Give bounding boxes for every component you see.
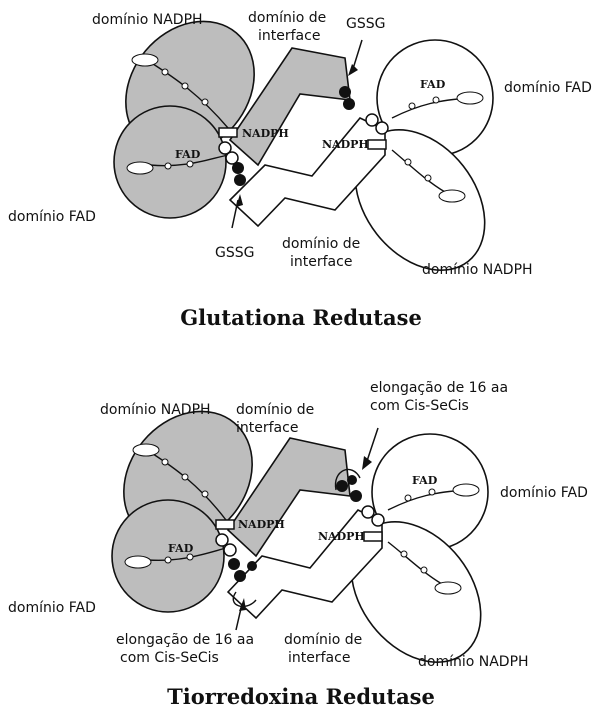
- inner-nadph-right-2: NADPH: [318, 530, 365, 543]
- label-elongation-bottom-2: com Cis-SeCis: [120, 650, 219, 666]
- label-elongation-top-2: com Cis-SeCis: [370, 398, 469, 414]
- label-fad-domain-left: domínio FAD: [8, 209, 96, 225]
- label-nadph-domain-bottom-2: domínio NADPH: [418, 654, 529, 670]
- label-interface-bottom-2-2: interface: [288, 650, 350, 666]
- panel-title-glutationa: Glutationa Redutase: [180, 305, 422, 330]
- label-nadph-domain-top: domínio NADPH: [92, 12, 203, 28]
- nadph-box-right: [368, 140, 386, 149]
- label-fad-domain-left-2: domínio FAD: [8, 600, 96, 616]
- fad-domain-left-shape-2: [112, 500, 224, 612]
- label-elongation-top-1: elongação de 16 aa: [370, 380, 508, 396]
- label-interface-bottom-2: interface: [290, 254, 352, 270]
- label-interface-top-2: interface: [258, 28, 320, 44]
- label-elongation-bottom-1: elongação de 16 aa: [116, 632, 254, 648]
- label-gssg-bottom: GSSG: [215, 245, 254, 261]
- label-fad-domain-right: domínio FAD: [504, 80, 592, 96]
- fad-domain-left-shape: [114, 106, 226, 218]
- label-nadph-domain-bottom: domínio NADPH: [422, 262, 533, 278]
- inner-nadph-left: NADPH: [242, 127, 289, 140]
- label-interface-top-2-1: domínio de: [236, 402, 314, 418]
- label-interface-bottom-1: domínio de: [282, 236, 360, 252]
- elongation-top-arrow-head: [362, 456, 372, 470]
- panel-title-tiorredoxina: Tiorredoxina Redutase: [167, 684, 435, 709]
- inner-fad-left: FAD: [175, 148, 201, 161]
- inner-fad-right-2: FAD: [412, 474, 438, 487]
- label-nadph-domain-top-2: domínio NADPH: [100, 402, 211, 418]
- gssg-top-arrow-head: [348, 64, 358, 76]
- label-fad-domain-right-2: domínio FAD: [500, 485, 588, 501]
- inner-nadph-right: NADPH: [322, 138, 369, 151]
- label-interface-bottom-2-1: domínio de: [284, 632, 362, 648]
- panel-tiorredoxina-redutase: NADPH FAD NADPH FAD domínio NADPH domíni…: [8, 380, 588, 709]
- nadph-box-left-2: [216, 520, 234, 529]
- inner-fad-right: FAD: [420, 78, 446, 91]
- label-gssg-top: GSSG: [346, 16, 385, 32]
- label-interface-top-1: domínio de: [248, 10, 326, 26]
- elongation-top-arrow-line: [366, 428, 378, 464]
- nadph-box-left: [219, 128, 237, 137]
- panel-glutationa-redutase: NADPH FAD NADPH FAD domínio NADPH domíni…: [8, 0, 592, 330]
- nadph-box-right-2: [364, 532, 382, 541]
- inner-fad-left-2: FAD: [168, 542, 194, 555]
- label-interface-top-2-2: interface: [236, 420, 298, 436]
- inner-nadph-left-2: NADPH: [238, 518, 285, 531]
